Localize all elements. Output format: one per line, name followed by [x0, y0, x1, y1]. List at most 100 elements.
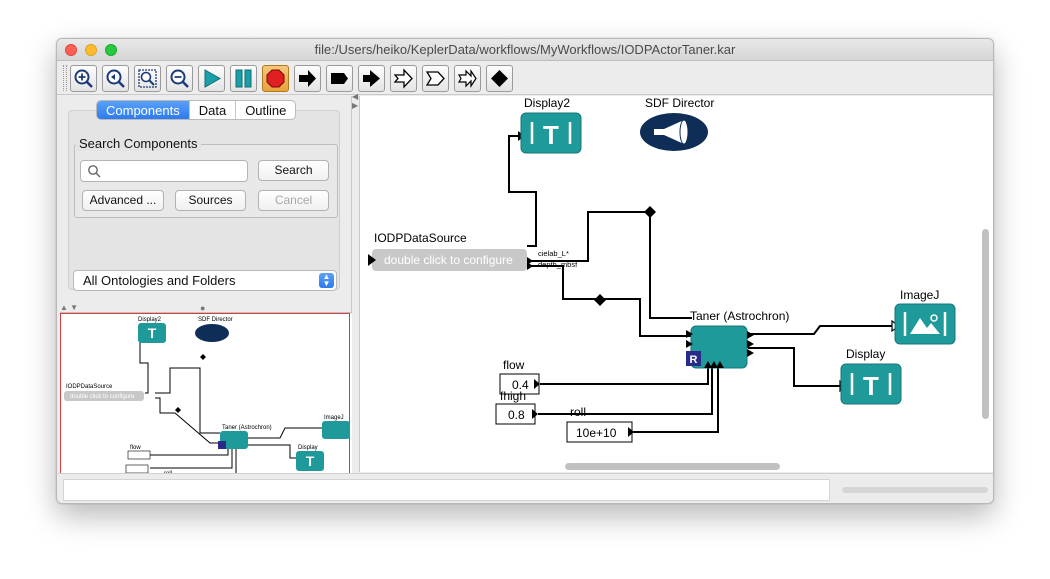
workflow-canvas[interactable]: Display2 T SDF Director IODPDataSource d…: [359, 96, 993, 472]
zoom-fit-button[interactable]: [134, 65, 161, 92]
overview-minimap: T Display2 SDF Director IODPDataSource d…: [64, 317, 350, 486]
arrow-right-icon: [299, 70, 316, 87]
source-port2-label: depth_mbsf: [538, 260, 578, 269]
stop-icon: [266, 69, 285, 88]
roll-value: 10e+10: [576, 426, 617, 440]
fhigh-label: fhigh: [500, 389, 526, 403]
sidebar-tabs: Components Data Outline: [96, 100, 297, 120]
add-vertex-button[interactable]: [486, 65, 513, 92]
display2-label: Display2: [524, 96, 570, 110]
svg-text:SDF Director: SDF Director: [198, 317, 233, 323]
connection-taner-imagej[interactable]: [748, 325, 892, 335]
source-label: IODPDataSource: [374, 231, 467, 245]
display-glyph: T: [863, 371, 879, 401]
svg-text:T: T: [306, 453, 315, 469]
relation-vertex-1[interactable]: [644, 206, 656, 218]
add-output-button[interactable]: [358, 65, 385, 92]
source-configure-text: double click to configure: [384, 253, 513, 267]
zoom-out-icon: [170, 69, 189, 88]
tab-outline[interactable]: Outline: [245, 103, 287, 118]
stop-button[interactable]: [262, 65, 289, 92]
progress-bar: [842, 487, 988, 493]
ontology-select-value: All Ontologies and Folders: [83, 273, 236, 288]
canvas-vertical-scrollbar[interactable]: [982, 229, 989, 419]
search-button[interactable]: Search: [258, 160, 329, 181]
display2-actor[interactable]: Display2 T: [520, 96, 582, 154]
cancel-button[interactable]: Cancel: [258, 190, 329, 211]
arrow-double-outline-icon: [457, 69, 477, 88]
connection-flow-taner[interactable]: [540, 368, 709, 385]
toolbar-grip[interactable]: [63, 65, 67, 91]
advanced-button[interactable]: Advanced ...: [82, 190, 164, 211]
zoom-fit-icon: [138, 69, 157, 88]
kepler-window: file:/Users/heiko/KeplerData/workflows/M…: [56, 38, 994, 504]
add-multiport-button[interactable]: [422, 65, 449, 92]
search-input[interactable]: [80, 160, 248, 182]
svg-text:T: T: [148, 325, 157, 341]
connection-roll-taner[interactable]: [632, 368, 719, 433]
iodp-data-source-actor[interactable]: IODPDataSource double click to configure…: [368, 231, 578, 271]
connection-fhigh-taner[interactable]: [538, 368, 713, 415]
fhigh-parameter[interactable]: fhigh 0.8: [495, 389, 538, 425]
source-port1-label: cielab_L*: [538, 249, 569, 258]
close-window-button[interactable]: [65, 44, 77, 56]
vertical-split-collapse-icon[interactable]: ◀▶: [352, 92, 359, 110]
connection-source-taner-1[interactable]: [527, 211, 692, 319]
diamond-icon: [491, 70, 508, 87]
workflow-overview[interactable]: T Display2 SDF Director IODPDataSource d…: [60, 312, 352, 491]
tab-components[interactable]: Components: [97, 101, 190, 119]
display-actor[interactable]: Display T: [840, 347, 902, 405]
add-input-button[interactable]: [326, 65, 353, 92]
taner-label: Taner (Astrochron): [690, 309, 789, 323]
search-icon: [88, 165, 101, 178]
sources-button[interactable]: Sources: [175, 190, 246, 211]
zoom-window-button[interactable]: [105, 44, 117, 56]
roll-label: roll: [570, 405, 586, 419]
svg-text:flow: flow: [130, 445, 141, 451]
split-handle-icon[interactable]: ●: [200, 303, 206, 313]
toolbar: [57, 61, 993, 95]
taner-badge: R: [690, 354, 698, 366]
svg-text:ImageJ: ImageJ: [324, 415, 344, 421]
select-stepper-icon: ▲▼: [319, 273, 334, 288]
zoom-reset-button[interactable]: [102, 65, 129, 92]
arrow-bar-icon: [331, 73, 348, 84]
run-button[interactable]: [198, 65, 225, 92]
add-port-button[interactable]: [294, 65, 321, 92]
connection-source-display2[interactable]: [508, 135, 537, 247]
zoom-in-button[interactable]: [70, 65, 97, 92]
ontology-select[interactable]: All Ontologies and Folders ▲▼: [73, 270, 337, 291]
zoom-out-button[interactable]: [166, 65, 193, 92]
add-inout-button[interactable]: [390, 65, 417, 92]
split-collapse-icon[interactable]: ▲ ▼: [60, 303, 79, 312]
svg-text:double click to configure: double click to configure: [70, 394, 135, 400]
status-message-field: [63, 479, 830, 501]
arrow-notch-icon: [363, 70, 380, 87]
search-components-title: Search Components: [76, 136, 201, 151]
canvas-horizontal-scrollbar[interactable]: [565, 463, 780, 470]
connection-taner-display[interactable]: [748, 347, 840, 387]
flow-parameter[interactable]: flow 0.4: [499, 358, 540, 395]
director-label: SDF Director: [645, 96, 714, 110]
add-relation-button[interactable]: [454, 65, 481, 92]
roll-parameter[interactable]: roll 10e+10: [566, 405, 634, 443]
window-title: file:/Users/heiko/KeplerData/workflows/M…: [314, 42, 736, 57]
fhigh-value: 0.8: [508, 408, 525, 422]
play-icon: [204, 69, 222, 88]
display2-glyph: T: [543, 120, 559, 150]
tab-data[interactable]: Data: [190, 101, 237, 119]
taner-actor[interactable]: Taner (Astrochron) R: [686, 309, 789, 369]
connection-source-taner-2[interactable]: [527, 265, 692, 337]
imagej-actor[interactable]: ImageJ: [894, 288, 956, 345]
svg-text:Display: Display: [298, 445, 318, 451]
arrow-outline-icon: [393, 68, 413, 89]
image-mountain-icon: [910, 318, 940, 334]
svg-text:Taner (Astrochron): Taner (Astrochron): [222, 425, 272, 431]
sdf-director[interactable]: SDF Director: [640, 96, 714, 151]
pause-button[interactable]: [230, 65, 257, 92]
workflow-graph: Display2 T SDF Director IODPDataSource d…: [368, 96, 956, 443]
left-panel: Components Data Outline Search Component…: [58, 92, 358, 491]
minimize-window-button[interactable]: [85, 44, 97, 56]
r-badge: [686, 351, 701, 366]
relation-vertex-2[interactable]: [594, 294, 606, 306]
